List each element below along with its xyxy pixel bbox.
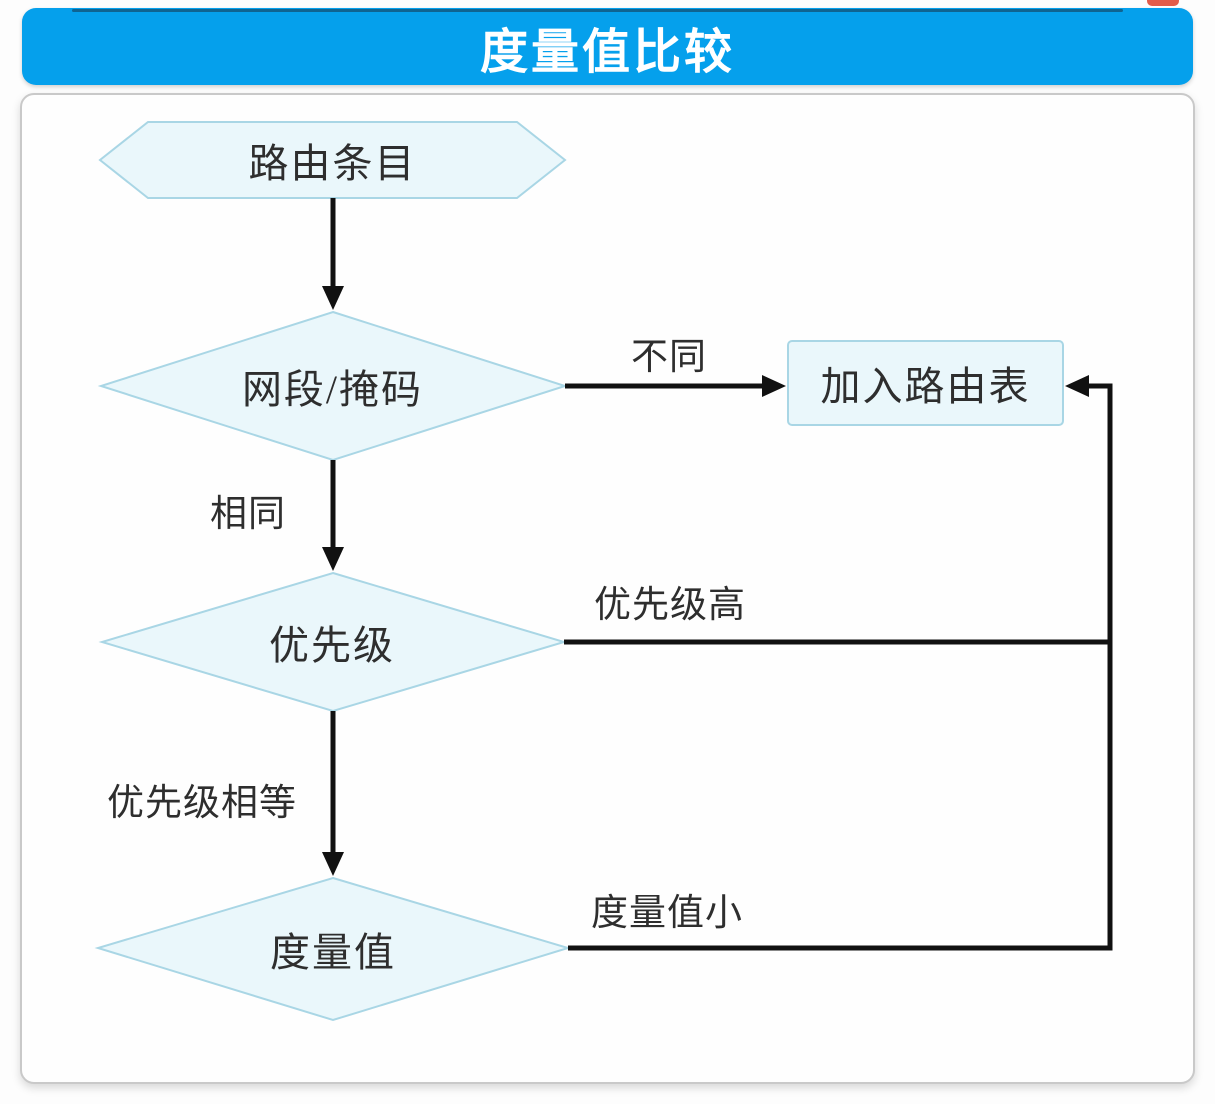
arrowhead-down-priority: [322, 547, 344, 571]
edge-label-same: 相同: [210, 494, 286, 535]
add-route-rect: [787, 340, 1064, 426]
priority-label: 优先级: [269, 623, 395, 668]
arrowhead-down-metric: [322, 852, 344, 876]
red-fragment: [1147, 0, 1179, 6]
arrowhead-down-netmask: [322, 286, 344, 310]
add-route-label: 加入路由表: [820, 364, 1031, 409]
metric-diamond: [94, 876, 572, 1022]
title-bar-top-edge-line: [72, 9, 1123, 12]
arrowhead-left-addroute: [1065, 375, 1089, 397]
edge-label-different: 不同: [631, 337, 707, 378]
metric-label: 度量值: [270, 930, 396, 975]
arrowhead-right-addroute: [762, 375, 786, 397]
edge-label-priority-high: 优先级高: [594, 585, 746, 626]
route-entry-hexagon: [98, 121, 567, 199]
netmask-label: 网段/掩码: [241, 367, 424, 412]
page-title: 度量值比较: [479, 25, 735, 79]
title-bar: 度量值比较: [22, 8, 1193, 85]
edge-metric-return-line: [568, 383, 1113, 951]
route-entry-label: 路由条目: [248, 141, 417, 186]
edge-label-metric-small: 度量值小: [591, 893, 743, 934]
edge-label-priority-equal: 优先级相等: [107, 783, 297, 824]
